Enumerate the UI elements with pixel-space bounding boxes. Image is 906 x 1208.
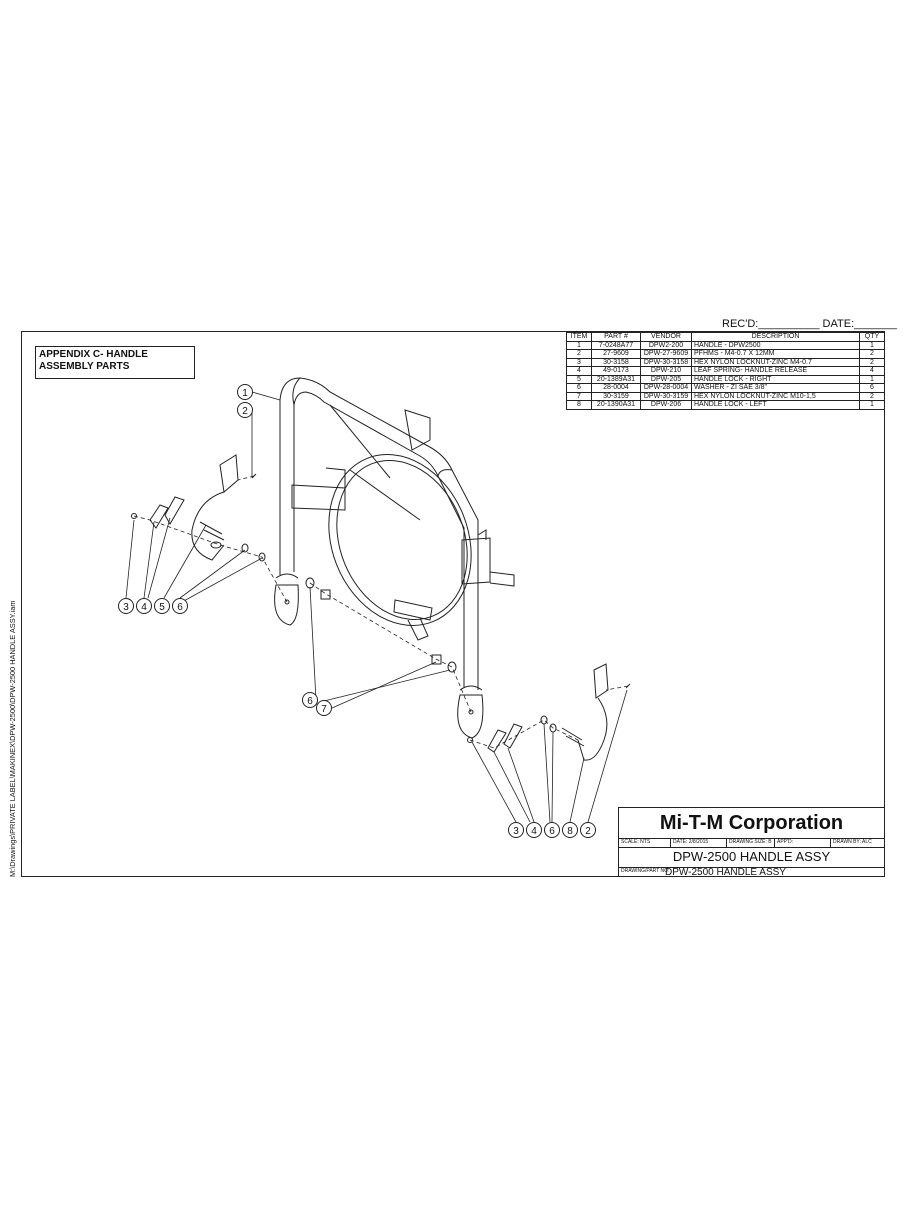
title-block-info-row: SCALE: NTS DATE: 2/8/2015 DRAWING SIZE: … (619, 838, 884, 848)
svg-text:2: 2 (242, 406, 248, 417)
table-row: 2 27-9609 DPW-27-9609 PFHMS - M4-0.7 X 1… (566, 349, 885, 359)
center-hardware (305, 577, 457, 673)
svg-text:4: 4 (531, 826, 537, 837)
balloon-5: 5 (154, 598, 170, 614)
drawn-by-field: DRAWN BY: ALC (833, 839, 872, 845)
svg-text:3: 3 (513, 826, 519, 837)
right-leaf-springs (487, 723, 523, 753)
appendix-title-box: APPENDIX C- HANDLE ASSEMBLY PARTS (35, 346, 195, 379)
svg-text:5: 5 (159, 602, 165, 613)
drawing-part-label: DRAWING/PART NO: (621, 868, 670, 874)
appendix-subtitle: ASSEMBLY PARTS (39, 361, 130, 372)
handle-frame (275, 377, 515, 691)
cell-qty: 1 (859, 400, 885, 410)
received-date-line: REC'D:__________ DATE:_______ (722, 318, 897, 330)
svg-text:1: 1 (242, 388, 248, 399)
svg-text:2: 2 (585, 826, 591, 837)
drawing-size-field: DRAWING SIZE: B (727, 838, 775, 847)
balloon-8: 8 (562, 822, 578, 838)
company-name: Mi-T-M Corporation (619, 808, 884, 839)
svg-text:6: 6 (307, 696, 313, 707)
date-field: DATE: 2/8/2015 (671, 838, 727, 847)
right-handle-lock (561, 663, 609, 761)
balloon-1: 1 (237, 384, 253, 400)
balloon-6: 6 (172, 598, 188, 614)
scale-field: SCALE: NTS (619, 838, 671, 847)
left-paddle-plate (274, 584, 299, 626)
balloon-3: 3 (118, 598, 134, 614)
svg-text:4: 4 (141, 602, 147, 613)
svg-text:6: 6 (177, 602, 183, 613)
svg-text:3: 3 (123, 602, 129, 613)
balloon-3: 3 (508, 822, 524, 838)
balloon-6: 6 (302, 692, 318, 708)
left-leaf-springs (149, 496, 185, 529)
approved-field: APP'D: (775, 838, 831, 847)
balloon-4: 4 (136, 598, 152, 614)
svg-text:7: 7 (321, 704, 327, 715)
drawing-border (21, 331, 885, 877)
title-block: Mi-T-M Corporation SCALE: NTS DATE: 2/8/… (618, 807, 885, 878)
drawing-part-number: DPW-2500 HANDLE ASSY (665, 867, 786, 878)
balloon-6: 6 (544, 822, 560, 838)
right-paddle-plate (457, 694, 484, 739)
svg-text:6: 6 (549, 826, 555, 837)
svg-text:8: 8 (567, 826, 573, 837)
item-balloons: 1 2 3 4 5 6 7 6 3 4 6 8 2 (118, 384, 596, 838)
table-row: 8 20-1390A31 DPW-206 HANDLE LOCK - LEFT … (566, 400, 885, 410)
balloon-7: 7 (316, 700, 332, 716)
balloon-4: 4 (526, 822, 542, 838)
parts-list-table: ITEM PART # VENDOR DESCRIPTION QTY 1 7-0… (566, 332, 885, 410)
drawing-title: DPW-2500 HANDLE ASSY (619, 847, 884, 868)
balloon-2: 2 (580, 822, 596, 838)
appendix-title: APPENDIX C- HANDLE (39, 349, 148, 360)
balloon-2: 2 (237, 402, 253, 418)
assembly-lines (133, 475, 629, 749)
leader-lines (125, 391, 628, 823)
left-handle-lock (191, 454, 239, 561)
